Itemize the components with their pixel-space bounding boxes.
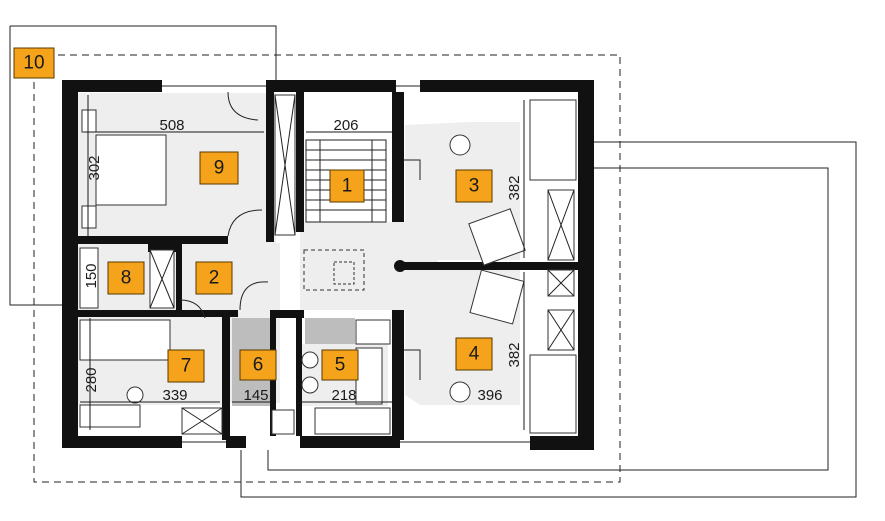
wall-west — [62, 80, 78, 444]
washer-b — [301, 376, 319, 394]
wall-south-1 — [62, 436, 182, 448]
desk-room7 — [79, 404, 141, 428]
wall-room8-top — [148, 244, 178, 252]
room-label-5: 5 — [321, 349, 359, 381]
wall-mid-south — [392, 310, 404, 440]
armchair-room3 — [468, 208, 526, 266]
room-label-7: 7 — [167, 349, 205, 383]
room-number: 5 — [335, 355, 346, 376]
dim-room6-width: 145 — [243, 387, 268, 404]
dim-room5-width: 218 — [331, 387, 356, 404]
wall-room9-south — [78, 236, 228, 244]
attic-hatch-dashed — [303, 249, 365, 291]
vanity-room5 — [355, 347, 383, 405]
room-label-2: 2 — [195, 261, 233, 295]
wc-room6 — [271, 409, 295, 435]
wardrobe-room8-a — [79, 247, 99, 309]
wall-room9-east — [266, 92, 274, 242]
dim-room4-depth: 382 — [506, 342, 523, 367]
room-number: 9 — [214, 158, 225, 179]
wardrobe-room9-cross — [274, 94, 296, 236]
wall-wc-top — [270, 310, 304, 318]
room-label-8: 8 — [107, 261, 145, 295]
door-swing-room6 — [239, 281, 269, 311]
bed-room7 — [79, 319, 171, 361]
dim-room3-depth: 382 — [506, 175, 523, 200]
armchair-room4 — [469, 269, 525, 325]
room-number: 4 — [469, 344, 480, 365]
door-swing-room9-south — [227, 209, 263, 237]
chair-room4 — [449, 381, 471, 403]
stair-outline — [305, 139, 387, 223]
wall-room3-4 — [398, 262, 580, 270]
room-label-10: 10 — [13, 47, 55, 79]
wall-south-3 — [300, 436, 400, 448]
openings — [162, 85, 530, 443]
dim-room9-width: 508 — [159, 117, 184, 134]
room-label-6: 6 — [239, 349, 277, 381]
bathtub-room5 — [314, 407, 391, 435]
bed-room9 — [95, 134, 167, 206]
chair-room7 — [126, 386, 144, 404]
floor-hall — [300, 222, 438, 310]
dimensions: 508 206 302 382 150 382 280 339 145 218 … — [80, 95, 525, 430]
wc-room5 — [355, 319, 391, 345]
room-label-4: 4 — [455, 337, 493, 371]
room-label-3: 3 — [455, 169, 493, 203]
terrace-outline-top — [10, 25, 277, 80]
wall-south-4 — [530, 436, 594, 450]
bed-room3 — [529, 99, 577, 181]
wall-room3-4-end — [394, 260, 406, 272]
room-label-9: 9 — [199, 151, 239, 185]
terrace-outline-right-outer — [240, 141, 857, 498]
terrace-outlines — [9, 25, 857, 498]
wall-mid-north — [392, 92, 404, 222]
room-number: 3 — [469, 176, 480, 197]
terrace-outline-left — [9, 26, 62, 306]
terrace-outline-right-inner — [267, 167, 829, 471]
wall-south-2 — [226, 436, 246, 448]
wall-north-1 — [62, 80, 162, 92]
furniture — [79, 99, 577, 435]
nightstand-room9-b — [81, 205, 97, 229]
nightstand-room9-a — [81, 109, 97, 133]
dim-room7-width: 339 — [162, 387, 187, 404]
room-number: 1 — [342, 176, 353, 197]
chair-room3 — [449, 134, 471, 156]
dim-room8-depth: 150 — [83, 263, 100, 288]
wall-east — [578, 80, 594, 450]
door-room3 — [404, 159, 421, 180]
wall-room8-east — [176, 244, 182, 316]
door-swing-room9 — [227, 91, 259, 121]
attic-hatch-inner — [333, 261, 355, 285]
walls — [62, 80, 594, 450]
room-label-1: 1 — [329, 169, 365, 203]
wall-room7-north — [78, 310, 238, 317]
wall-stair-west — [296, 92, 304, 232]
room-number: 10 — [23, 53, 44, 74]
dim-stair-width: 206 — [333, 117, 358, 134]
door-swing-room7 — [179, 299, 206, 319]
wall-north-2 — [266, 80, 396, 92]
wall-north-3 — [420, 80, 594, 92]
dim-room7-depth: 280 — [83, 367, 100, 392]
bed-room4 — [529, 354, 577, 434]
wall-room5-west — [296, 310, 302, 436]
room-number: 7 — [181, 356, 192, 377]
door-room4 — [404, 349, 421, 380]
room-number: 6 — [253, 355, 264, 376]
roof-outline-dashed — [33, 54, 621, 483]
dim-room9-depth: 302 — [86, 155, 103, 180]
dim-room4-width: 396 — [477, 387, 502, 404]
room-number: 2 — [209, 268, 220, 289]
room-number: 8 — [121, 268, 132, 289]
wall-room6-west — [222, 310, 230, 440]
washer-a — [301, 351, 319, 369]
floor-room-5-wet — [305, 318, 355, 344]
